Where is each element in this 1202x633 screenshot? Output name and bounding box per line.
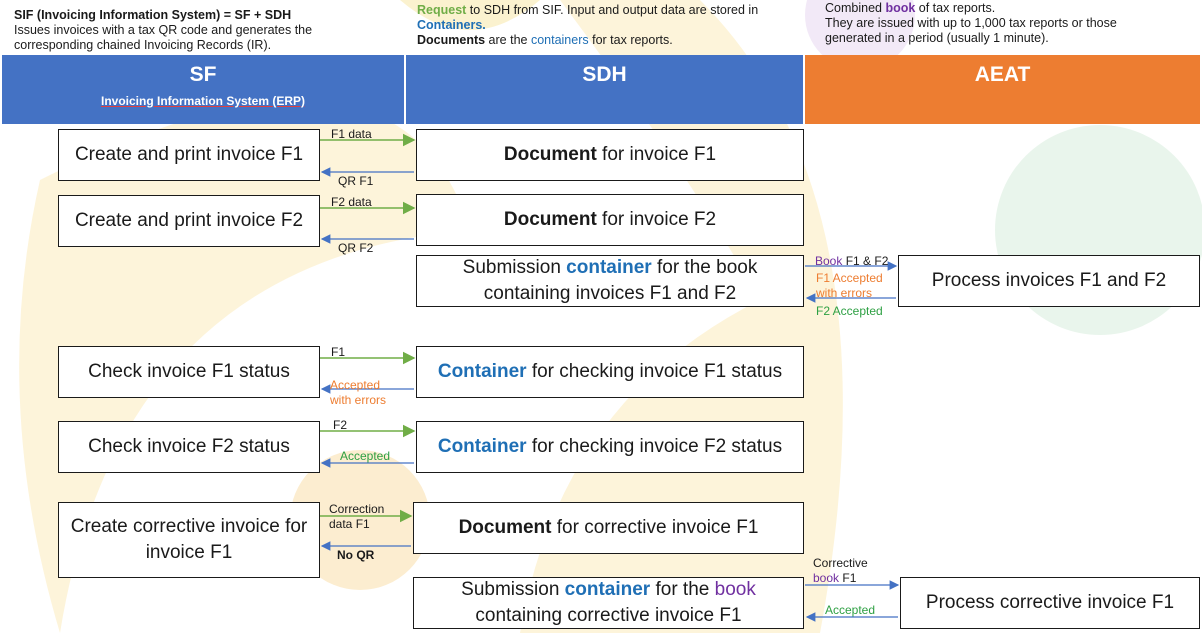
label-correction-data: Correction data F1 [329,502,385,531]
aeat-note-text1: Combined [825,1,886,15]
label-accepted-corrective: Accepted [825,603,876,617]
label-f2-accepted: F2 Accepted [816,304,883,318]
sdh-note-documents: Documents [417,33,486,47]
sdh-box-submission-c: for the book containing invoices F1 and … [483,257,758,304]
sf-header-subtitle: Invoicing Information System (ERP) [100,94,306,108]
label-book-rest: F1 & F2 [842,254,889,268]
sf-box-create-f1: Create and print invoice F1 [58,129,320,181]
sdh-box-check-f2: Container for checking invoice F2 status [416,421,804,473]
sdh-box-subc-book: book [714,579,756,600]
label-corrective-book: Corrective book F1 [813,556,888,586]
aeat-note-text2: of tax reports. [915,1,996,15]
sdh-box-doc-f1-rest: for invoice F1 [596,144,717,165]
sdh-note-containers: Containers. [417,18,486,32]
aeat-note-book: book [885,1,916,15]
sf-header-title: SF [189,63,217,86]
label-book-word: Book [815,254,843,268]
sf-box-check-f2: Check invoice F2 status [58,421,320,473]
sf-box-corrective: Create corrective invoice for invoice F1 [58,502,320,578]
sdh-box-subc-e: containing corrective invoice F1 [475,605,742,626]
sdh-box-check-f2-rest: for checking invoice F2 status [526,436,783,457]
sdh-box-doc-f2-bold: Document [503,209,597,230]
sdh-header-title: SDH [582,63,627,86]
sf-header: SF Invoicing Information System (ERP) [2,55,404,124]
label-f2-data: F2 data [331,195,372,209]
sdh-note-text2: are the [485,33,531,47]
sf-note-desc: Issues invoices with a tax QR code and g… [14,23,313,52]
sdh-header: SDH [406,55,803,124]
aeat-box-process-f1f2-label: Process invoices F1 and F2 [931,270,1167,291]
label-corrective-book-text: Corrective book F1 [813,556,868,585]
label-corrective-book-word: book [813,571,840,585]
aeat-header-title: AEAT [974,63,1031,86]
label-no-qr: No QR [337,548,375,562]
label-qr-f1: QR F1 [338,174,374,188]
aeat-note: Combined book of tax reports. They are i… [825,1,1155,46]
sdh-box-submission-a: Submission [462,257,567,278]
sdh-note-containers2: containers [530,33,589,47]
sdh-box-doc-corrective: Document for corrective invoice F1 [413,502,804,554]
sdh-box-check-f1-container: Container [437,361,527,382]
label-check-f1: F1 [331,345,346,359]
aeat-box-process-corrective-label: Process corrective invoice F1 [925,592,1175,613]
sdh-box-doc-f1: Document for invoice F1 [416,129,804,181]
aeat-note-line2: They are issued with up to 1,000 tax rep… [825,16,1117,45]
sf-box-create-f1-label: Create and print invoice F1 [74,144,304,165]
sf-box-check-f1: Check invoice F1 status [58,346,320,398]
label-f1-accepted-errors: F1 Accepted with errors [816,271,883,300]
sdh-box-submission-corrective: Submission container for the book contai… [413,577,804,629]
sf-box-create-f2: Create and print invoice F2 [58,195,320,247]
sf-note: SIF (Invoicing Information System) = SF … [14,8,344,53]
sdh-box-submission-container: container [566,257,652,278]
sf-box-corrective-label: Create corrective invoice for invoice F1 [70,516,308,563]
label-book-f1f2: Book F1 & F2 [815,254,888,269]
sf-box-create-f2-label: Create and print invoice F2 [74,210,304,231]
label-f1-data: F1 data [331,127,372,141]
sdh-box-doc-f2: Document for invoice F2 [416,194,804,246]
label-accepted-errors: Accepted with errors [330,378,387,407]
sdh-box-doc-f2-rest: for invoice F2 [596,209,717,230]
sf-box-check-f1-label: Check invoice F1 status [88,361,290,382]
sdh-box-check-f2-container: Container [437,436,527,457]
sdh-box-doc-corrective-bold: Document [458,517,552,538]
sdh-box-subc-c: for the [650,579,715,600]
sdh-box-submission: Submission container for the book contai… [416,255,804,307]
sdh-box-doc-f1-bold: Document [503,144,597,165]
sdh-box-check-f1: Container for checking invoice F1 status [416,346,804,398]
sdh-box-check-f1-rest: for checking invoice F1 status [526,361,783,382]
sdh-note-text3: for tax reports. [588,33,673,47]
sdh-box-subc-a: Submission [461,579,565,600]
sf-box-check-f2-label: Check invoice F2 status [88,436,290,457]
sdh-note-request: Request [417,3,467,17]
sdh-note: Request to SDH from SIF. Input and outpu… [417,3,797,48]
label-check-f2: F2 [333,418,348,432]
sdh-box-doc-corrective-rest: for corrective invoice F1 [551,517,759,538]
aeat-box-process-f1f2: Process invoices F1 and F2 [898,255,1200,307]
sf-note-title: SIF (Invoicing Information System) = SF … [14,8,292,22]
aeat-header: AEAT [805,55,1200,124]
label-qr-f2: QR F2 [338,241,374,255]
sdh-box-subc-container: container [564,579,651,600]
sdh-note-text1: to SDH from SIF. Input and output data a… [466,3,759,17]
label-accepted-f2: Accepted [340,449,391,463]
aeat-box-process-corrective: Process corrective invoice F1 [900,577,1200,629]
